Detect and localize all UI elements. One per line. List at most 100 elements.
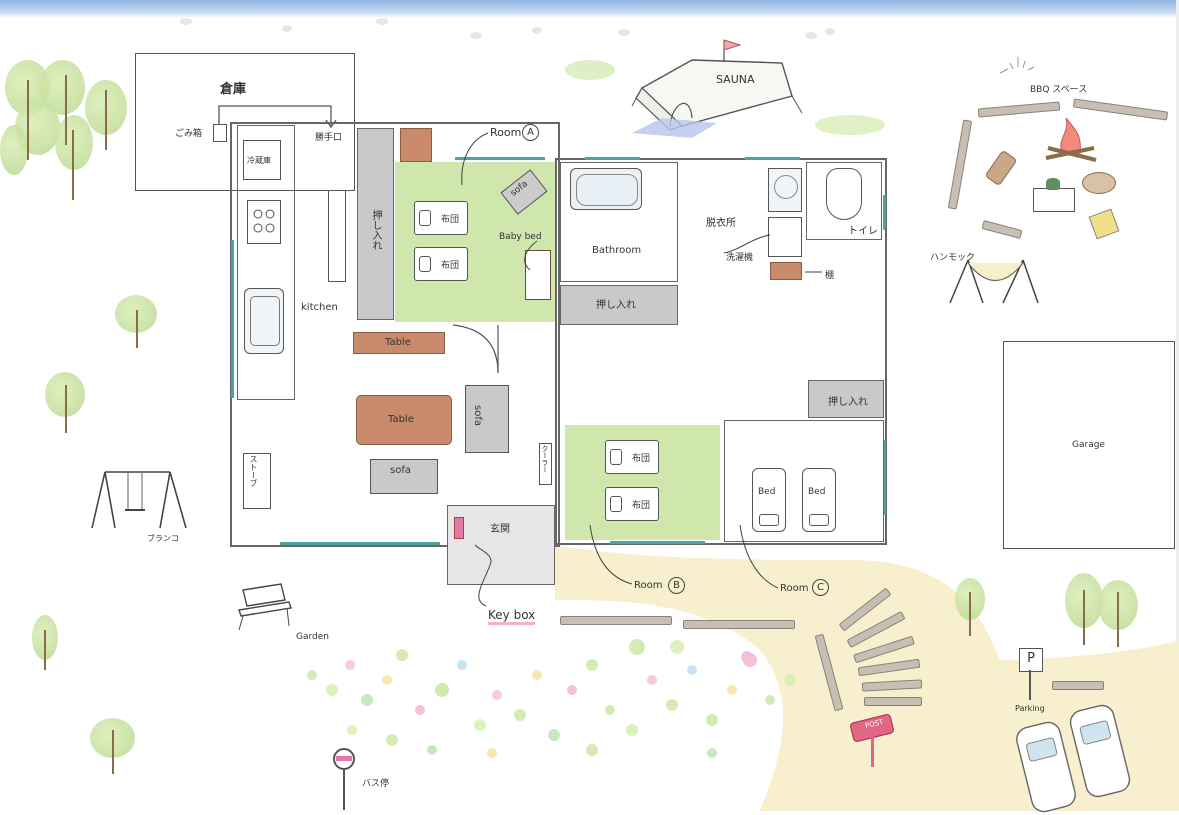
window — [745, 157, 800, 160]
car-1 — [1016, 721, 1076, 813]
key-box — [454, 517, 464, 539]
garden-label: Garden — [296, 632, 329, 642]
page-edge — [1176, 0, 1179, 811]
toilet-label: トイレ — [848, 226, 878, 237]
back-door-label: 勝手口 — [315, 133, 343, 143]
room-c-label: Room — [780, 583, 809, 594]
parking-stop — [1052, 681, 1104, 690]
sofa-horizontal — [370, 459, 438, 494]
bbq-label: BBQ スペース — [1030, 85, 1088, 95]
stove-label: ストーブ — [249, 455, 258, 487]
window — [883, 195, 886, 230]
baby-bed-label: Baby bed — [499, 232, 542, 242]
entrance — [447, 505, 555, 585]
closet-right-label: 押し入れ — [828, 397, 868, 408]
garage-label: Garage — [1072, 440, 1105, 450]
stove-heater — [243, 453, 271, 509]
sauna-label: SAUNA — [716, 73, 755, 86]
dressing-label: 脱衣所 — [706, 218, 736, 229]
kitchen-island — [328, 190, 346, 282]
hammock-label: ハンモック — [930, 253, 976, 263]
room-c — [724, 420, 884, 542]
futon-a2: 布団 — [414, 247, 468, 281]
shelf-label: 棚 — [825, 271, 835, 281]
closet-left-label: 押し入れ — [370, 210, 381, 250]
baby-bed — [525, 250, 551, 300]
storage-label: 倉庫 — [220, 82, 247, 97]
sofa-horizontal-label: sofa — [390, 465, 411, 476]
swing-label: ブランコ — [147, 534, 179, 543]
washer — [768, 217, 802, 257]
table-small — [353, 332, 445, 354]
flower-field — [307, 639, 796, 758]
log-border-2 — [683, 620, 795, 629]
room-a-label: Room — [490, 126, 522, 139]
stump — [1082, 172, 1116, 194]
hammock-icon — [949, 259, 1039, 304]
campfire-icon — [1045, 117, 1097, 162]
futon-a1: 布団 — [414, 201, 468, 235]
garage — [1003, 341, 1175, 549]
room-a-mark: A — [522, 124, 539, 141]
cooler — [539, 443, 552, 485]
sparkle-icon — [999, 57, 1035, 74]
room-c-mark: C — [812, 579, 829, 596]
futon-b2: 布団 — [605, 487, 659, 521]
table-big — [356, 395, 452, 445]
room-b-label: Room — [634, 580, 663, 591]
stove-top — [247, 200, 281, 244]
sauna-tent — [631, 39, 803, 138]
tub-inner — [576, 174, 638, 206]
futon-b1: 布団 — [605, 440, 659, 474]
toilet-room — [806, 162, 882, 240]
window — [455, 157, 545, 160]
window — [585, 157, 640, 160]
trash-label: ごみ箱 — [175, 129, 203, 139]
kitchen-label: kitchen — [301, 302, 338, 313]
entrance-label: 玄関 — [490, 524, 510, 535]
house-right-block — [555, 158, 887, 545]
log-border-1 — [560, 616, 672, 625]
sofa-vertical — [465, 385, 509, 453]
washer-label: 洗濯機 — [726, 253, 754, 263]
swing-icon — [91, 471, 187, 529]
toilet-bowl — [826, 168, 862, 220]
bathroom-label: Bathroom — [592, 245, 642, 256]
bed-2: Bed — [802, 468, 836, 532]
window — [280, 542, 440, 545]
room-b-mark: B — [668, 577, 685, 594]
basin-inner — [774, 175, 798, 199]
bus-stop-band — [336, 756, 352, 761]
closet-middle — [560, 285, 678, 325]
kettle-icon — [1046, 178, 1060, 190]
bench-icon — [238, 583, 292, 631]
car-2 — [1069, 704, 1131, 798]
closet-left — [357, 128, 394, 320]
parking-label: Parking — [1015, 704, 1045, 713]
closet-shelf-brown — [400, 128, 432, 162]
parking-sign: P — [1019, 648, 1043, 672]
sky-band — [0, 0, 1179, 18]
table-big-label: Table — [388, 414, 414, 425]
trash-bin — [213, 124, 227, 142]
closet-middle-label: 押し入れ — [596, 300, 636, 311]
bed-1: Bed — [752, 468, 786, 532]
sofa-vertical-label: sofa — [472, 405, 483, 426]
window — [610, 541, 705, 544]
bus-stop-pole — [343, 770, 345, 810]
window — [883, 440, 886, 515]
parking-pole — [1029, 670, 1031, 700]
window — [231, 240, 234, 398]
fridge — [243, 140, 281, 180]
table-small-label: Table — [385, 337, 411, 348]
post-pole — [871, 735, 874, 767]
cooler-label: クーラー — [541, 445, 549, 473]
kitchen-counter — [237, 125, 295, 400]
burner-icon — [253, 209, 275, 233]
fridge-label: 冷蔵庫 — [247, 156, 271, 165]
bus-stop-label: バス停 — [362, 779, 390, 789]
sink-basin — [250, 296, 280, 346]
door-swing — [452, 324, 499, 374]
key-box-label: Key box — [488, 608, 536, 625]
